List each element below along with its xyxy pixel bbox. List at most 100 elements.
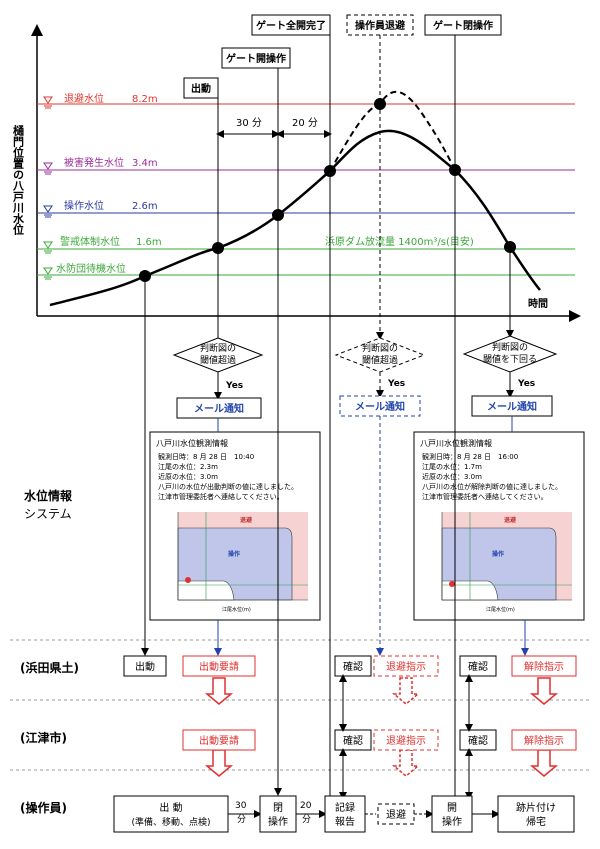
op-cleanup-box	[497, 795, 575, 833]
yes-label: Yes	[517, 379, 535, 389]
point-evac	[374, 98, 386, 110]
water-levels: 退避水位 8.2m 被害発生水位 3.4m 操作水位 2.6m 警戒体制水位 1…	[37, 92, 575, 280]
hamada-dispatch-box	[123, 655, 167, 677]
confirm-arrows	[339, 674, 473, 800]
panel-line: 八戸川の水位が出動判断の値に達しました。	[158, 482, 298, 491]
level-label-oper: 操作水位	[64, 199, 104, 212]
op-t20-1: 20	[300, 801, 312, 811]
gotsu-release: 解除指示	[524, 734, 564, 747]
gotsu-release-box	[511, 729, 577, 751]
y-axis-label: 樋門位置の八戸川水位	[12, 124, 26, 236]
decision-text-1a: 判断図の	[200, 342, 236, 354]
gotsu-confirm-1: 確認	[343, 734, 363, 747]
panel-line: 江尾の水位：2.3m	[158, 462, 218, 471]
level-value-damage: 3.4m	[132, 158, 158, 169]
op-record-box	[324, 795, 366, 833]
level-label-damage: 被害発生水位	[64, 156, 124, 169]
zone-blue-label: 操作	[228, 550, 240, 558]
op-record-2: 報告	[335, 815, 355, 828]
gotsu-request-box	[182, 729, 256, 751]
duration-b: 20 分	[292, 117, 318, 129]
water-level-curve	[49, 129, 541, 307]
decision-text-3b: 閾値を下回る	[483, 353, 537, 365]
duration-a: 30 分	[236, 117, 262, 129]
decision-diamond-3	[462, 335, 558, 373]
hamada-confirm-2: 確認	[468, 660, 488, 673]
op-dispatch-2: (準備、移動、点検)	[131, 816, 210, 828]
decision-text-1b: 閾値超過	[200, 354, 236, 366]
system-label-1: 水位情報	[24, 488, 73, 503]
level-label-evac: 退避水位	[64, 92, 104, 105]
panel-line: 江津市管理委託者へ連絡してください。	[158, 492, 284, 501]
row-label-operator: (操作員)	[20, 800, 67, 815]
mail-label-1: メール通知	[194, 402, 244, 415]
level-value-oper: 2.6m	[132, 201, 158, 212]
level-label-alert: 警戒体制水位	[60, 235, 120, 248]
panel-line: 観測日時：8 月 28 日 10:40	[158, 452, 254, 461]
gotsu-request: 出動要請	[199, 734, 239, 747]
level-label-standby: 水防団待機水位	[56, 262, 126, 275]
panel-line: 江津市管理委託者へ連絡してください。	[422, 492, 548, 501]
gotsu-evac: 退避指示	[386, 734, 426, 747]
yes-label: Yes	[387, 379, 405, 389]
row-label-hamada: (浜田県土)	[20, 660, 79, 675]
op-open-1: 開	[447, 802, 457, 814]
mini-x-label: 江尾水位(m)	[486, 606, 515, 613]
yes-label: Yes	[225, 381, 243, 391]
event-box-gate-full	[251, 14, 331, 36]
hamada-confirm-1-box	[334, 655, 372, 677]
panel-line: 近原の水位：3.0m	[158, 472, 218, 481]
hamada-evac-box	[373, 655, 439, 677]
hamada-evac: 退避指示	[386, 660, 426, 673]
hamada-release: 解除指示	[524, 660, 564, 673]
water-mark-icon	[43, 96, 53, 280]
mini-x-label: 江尾水位(m)	[222, 606, 251, 613]
gotsu-confirm-2: 確認	[468, 734, 488, 747]
op-dispatch-1: 出 動	[159, 801, 182, 814]
op-t20-2: 分	[302, 814, 311, 825]
mail-label-3: メール通知	[487, 400, 537, 413]
hamada-confirm-1: 確認	[343, 660, 363, 673]
op-t30-2: 分	[237, 814, 246, 825]
hamada-confirm-2-box	[459, 655, 497, 677]
decision-text-3a: 判断図の	[492, 341, 528, 353]
panel-line: 近原の水位：3.0m	[422, 472, 482, 481]
event-label-dispatch: 出動	[191, 82, 211, 95]
op-close-1: 閉	[273, 802, 283, 814]
hollow-red-arrows	[204, 677, 559, 777]
panel-title: 八戸川水位観測情報	[156, 438, 228, 448]
zone-red-label: 退避	[504, 516, 516, 524]
hamada-release-box	[511, 655, 577, 677]
system-label-2: システム	[24, 507, 72, 521]
zone-red-label: 退避	[240, 516, 252, 524]
panel-line: 江尾の水位：1.7m	[422, 462, 482, 471]
event-label-gate-open: ゲート開操作	[226, 52, 286, 65]
event-label-gate-close: ゲート閉操作	[433, 19, 493, 32]
mini-chart: 退避 操作 江尾水位(m)	[441, 512, 572, 613]
panel-line: 観測日時：8 月 28 日 16:00	[422, 452, 518, 461]
gotsu-confirm-2-box	[459, 729, 497, 751]
decision-text-2b: 閾値超過	[362, 354, 398, 366]
op-evac: 退避	[386, 808, 406, 821]
event-box-gate-close	[424, 14, 502, 36]
level-value-alert: 1.6m	[136, 237, 162, 248]
op-cleanup-1: 跡片付け	[516, 801, 556, 814]
zone-blue-label: 操作	[492, 550, 504, 558]
hamada-dispatch: 出動	[135, 660, 155, 673]
panel-title: 八戸川水位観測情報	[420, 438, 492, 448]
op-open-2: 操作	[442, 815, 462, 828]
op-t30-1: 30	[235, 801, 247, 811]
hollow-red-arrows-dashed	[391, 677, 421, 777]
mail-box-1	[176, 397, 262, 419]
op-close-2: 操作	[268, 815, 288, 828]
hamada-request-box	[182, 655, 256, 677]
info-panel-left: 八戸川水位観測情報 観測日時：8 月 28 日 10:40 江尾の水位：2.3m…	[149, 431, 321, 621]
decision-text-2a: 判断図の	[362, 342, 398, 354]
dam-discharge-note: 浜原ダム放流量 1400m³/s(目安)	[325, 235, 474, 248]
panel-line: 八戸川の水位が解除判断の値に達しました。	[422, 482, 562, 491]
hamada-request: 出動要請	[199, 660, 239, 673]
event-box-gate-open	[221, 47, 291, 69]
event-label-gate-full: ゲート全開完了	[256, 19, 326, 32]
x-axis-label: 時間	[528, 297, 548, 310]
